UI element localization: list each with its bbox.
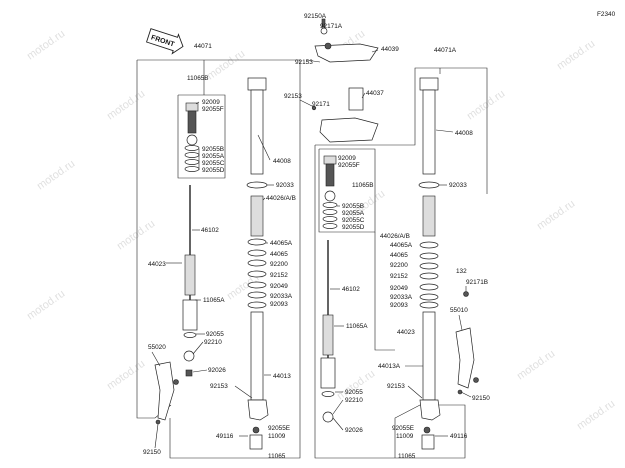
part-92049-right: 92049 [390, 285, 408, 292]
part-44071a: 44071A [434, 47, 457, 54]
part-49116-left: 49116 [216, 433, 234, 440]
part-92200-right: 92200 [390, 262, 408, 269]
right-fork-outline [314, 67, 488, 459]
front-arrow: FRONT [146, 28, 184, 55]
part-44026-left: 44026/A/B [266, 195, 296, 202]
watermark-text: motod.ru [35, 158, 77, 193]
part-92210-left: 92210 [204, 339, 222, 346]
part-92055-left: 92055 [206, 331, 224, 338]
part-44065a-right: 44065A [390, 242, 413, 249]
watermark-text: motod.ru [115, 218, 157, 253]
part-92055f-left: 92055F [202, 106, 224, 113]
part-92055c-right: 92055C [342, 217, 365, 224]
part-92033-left: 92033 [276, 182, 294, 189]
part-44023-right: 44023 [397, 329, 415, 336]
part-11065b-right: 11065B [352, 182, 374, 189]
diagram-code: F2340 [597, 11, 616, 18]
part-44008-left: 44008 [273, 158, 291, 165]
part-92009-left: 92009 [202, 99, 220, 106]
part-92055e-right: 92055E [392, 425, 414, 432]
watermark-text: motod.ru [575, 398, 617, 433]
part-92153-left: 92153 [210, 383, 228, 390]
part-44065a-left: 44065A [270, 240, 293, 247]
watermark-text: motod.ru [515, 348, 557, 383]
left-outer-tube [246, 77, 269, 450]
part-92055a-left: 92055A [202, 153, 225, 160]
part-44037: 44037 [366, 90, 384, 97]
part-92055f-right: 92055F [338, 162, 360, 169]
part-92150-right: 92150 [472, 395, 490, 402]
watermark-text: motod.ru [465, 88, 507, 123]
part-92153-top: 92153 [295, 59, 313, 66]
left-fork-guard [154, 361, 179, 425]
part-92055c-left: 92055C [202, 160, 225, 167]
part-92153-right: 92153 [387, 383, 405, 390]
part-92055e-left: 92055E [268, 425, 290, 432]
watermark-text: motod.ru [205, 48, 247, 83]
left-cartridge-assembly [182, 102, 200, 377]
part-92055-right: 92055 [345, 389, 363, 396]
part-92009-right: 92009 [338, 155, 356, 162]
part-44013a: 44013A [378, 363, 401, 370]
part-92033a-right: 92033A [390, 294, 413, 301]
part-11065-right: 11065 [398, 453, 416, 460]
part-55010: 55010 [450, 307, 468, 314]
part-92093-right: 92093 [390, 302, 408, 309]
part-92033-right: 92033 [449, 182, 467, 189]
part-92171a: 92171A [320, 23, 343, 30]
watermark-text: motod.ru [25, 288, 67, 323]
part-11065a-left: 11065A [203, 297, 225, 304]
part-44065-left: 44065 [270, 251, 288, 258]
part-92033a-left: 92033A [270, 293, 293, 300]
top-clamps [299, 18, 379, 143]
part-92055b-left: 92055B [202, 146, 224, 153]
part-92152-right: 92152 [390, 273, 408, 280]
part-92055b-right: 92055B [342, 203, 364, 210]
part-46102-right: 46102 [342, 286, 360, 293]
watermark-text: motod.ru [105, 88, 147, 123]
part-44013: 44013 [273, 373, 291, 380]
part-92026-right: 92026 [345, 427, 363, 434]
watermark-text: motod.ru [535, 198, 577, 233]
watermark-text: motod.ru [105, 358, 147, 393]
part-44071: 44071 [194, 43, 212, 50]
part-55020: 55020 [148, 344, 166, 351]
part-92200-left: 92200 [270, 261, 288, 268]
part-92026-left: 92026 [208, 367, 226, 374]
leader-lines [151, 49, 472, 449]
part-44008-right: 44008 [455, 130, 473, 137]
part-92152-left: 92152 [270, 272, 288, 279]
part-92150-left: 92150 [143, 449, 161, 456]
part-44026-right: 44026/A/B [380, 233, 410, 240]
part-44023-left: 44023 [148, 261, 166, 268]
part-44039: 44039 [381, 46, 399, 53]
part-92150a: 92150A [304, 13, 327, 20]
part-labels: 44071 11065B 92009 92055F 92055B 92055A … [143, 13, 490, 460]
part-49116-right: 49116 [450, 433, 468, 440]
part-92153-mid: 92153 [284, 93, 302, 100]
part-46102-left: 46102 [201, 227, 219, 234]
part-92171b: 92171B [466, 279, 488, 286]
right-outer-tube [418, 77, 441, 450]
part-11065b-left: 11065B [187, 75, 209, 82]
part-92171: 92171 [312, 101, 330, 108]
part-44065-right: 44065 [390, 252, 408, 259]
watermark-text: motod.ru [25, 28, 67, 63]
watermark-text: motod.ru [555, 38, 597, 73]
part-11065a-right: 11065A [346, 323, 368, 330]
right-cartridge-assembly [320, 155, 338, 423]
part-132: 132 [456, 268, 467, 275]
part-11065-left: 11065 [268, 453, 286, 460]
right-fork-guard [455, 291, 479, 395]
part-11009-left: 11009 [268, 433, 286, 440]
front-arrow-icon [146, 28, 184, 55]
part-11009-right: 11009 [396, 433, 414, 440]
part-92055a-right: 92055A [342, 210, 365, 217]
part-92049-left: 92049 [270, 283, 288, 290]
part-92055d-left: 92055D [202, 167, 225, 174]
part-92093-left: 92093 [270, 301, 288, 308]
part-92210-right: 92210 [345, 397, 363, 404]
part-92055d-right: 92055D [342, 224, 365, 231]
